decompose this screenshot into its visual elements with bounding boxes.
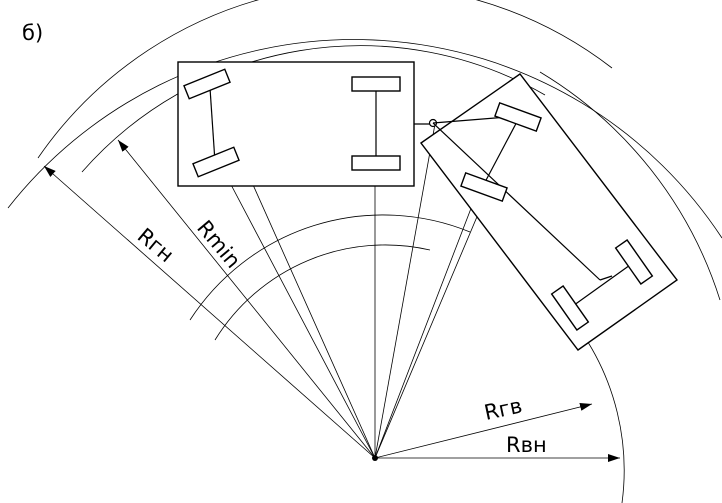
radius-line-front-wheel-2 [217,159,376,459]
r-outer-arrow [43,165,376,459]
trailer-front-right-wheel [494,102,542,132]
trailer-body [420,73,678,351]
outer-arc-1 [7,39,722,239]
outer-arc-2 [37,0,613,159]
radius-line-trailer-1 [374,184,481,459]
radius-line-trailer-3 [374,123,436,459]
tractor-front-axle [209,87,216,163]
trailer-rear-right-wheel [614,238,654,286]
trailer-rear-axle [569,259,638,309]
inner-arc-1 [189,214,471,321]
outer-arc-right [539,71,721,301]
figure-label: б) [22,21,43,45]
middle-arc-rmin [81,45,546,173]
turning-center-point [372,455,378,461]
trailer-rear-connect [599,275,613,281]
trailer-front-axle [483,115,521,185]
tractor-front-left-wheel [183,68,231,100]
r-inner-gv-label: Rгв [482,394,524,425]
inner-arc-right [579,329,625,503]
r-inner-vn-label: Rвн [506,433,547,457]
r-min-arrow [117,139,376,459]
trailer-front-left-wheel [460,172,508,202]
tractor-front-right-wheel [192,146,240,178]
trailer-rear-left-wheel [550,284,590,332]
tractor-rear-left-wheel [351,76,401,92]
tractor-rear-right-wheel [351,155,401,171]
r-inner-gv-arrow [374,403,593,459]
r-outer-label: Rгн [133,223,179,267]
trailer-drawbar-2 [432,122,601,281]
inner-arc-2 [214,244,431,341]
